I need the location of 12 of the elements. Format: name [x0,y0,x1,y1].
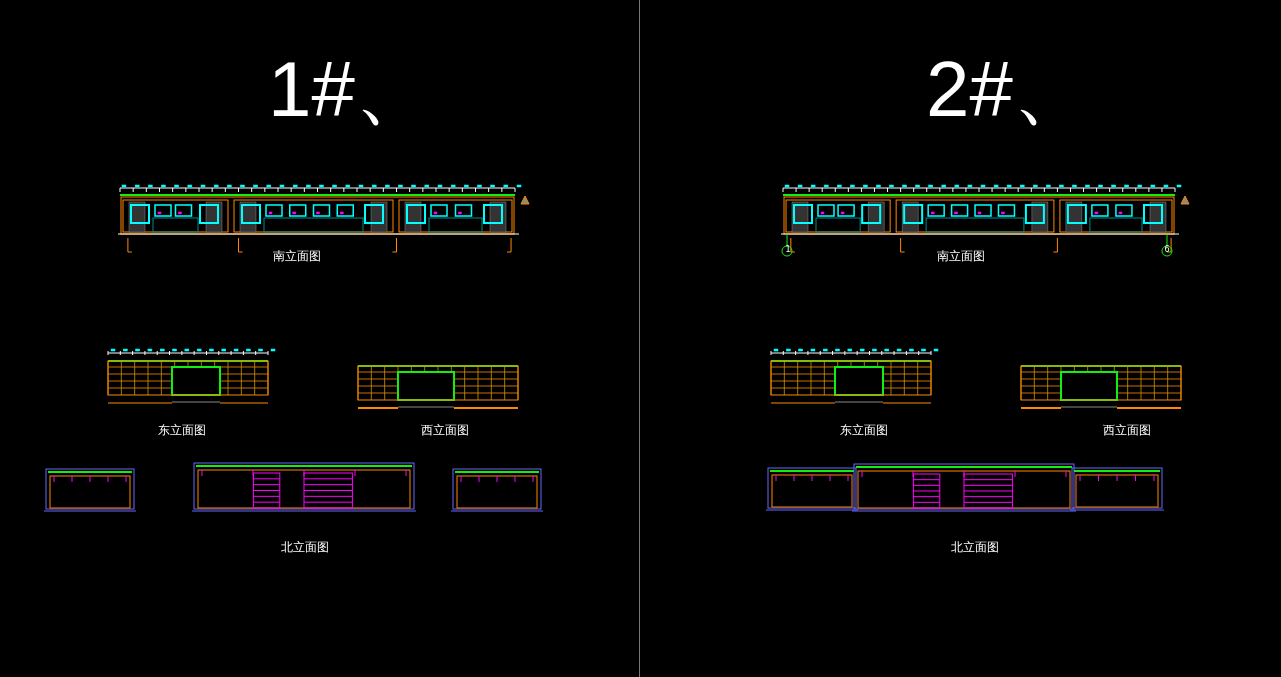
axis-number: 1 [784,246,792,254]
drawing-title: 南立面图 [937,250,985,262]
building-number: 1#、 [268,50,433,128]
drawing-title: 东立面图 [158,424,206,436]
drawing-title: 南立面图 [273,250,321,262]
axis-number: 6 [1163,246,1171,254]
building-number: 2#、 [926,50,1091,128]
drawing-title: 东立面图 [840,424,888,436]
drawing-title: 西立面图 [421,424,469,436]
drawing-title: 北立面图 [951,541,999,553]
drawing-title: 西立面图 [1103,424,1151,436]
drawing-title: 北立面图 [281,541,329,553]
